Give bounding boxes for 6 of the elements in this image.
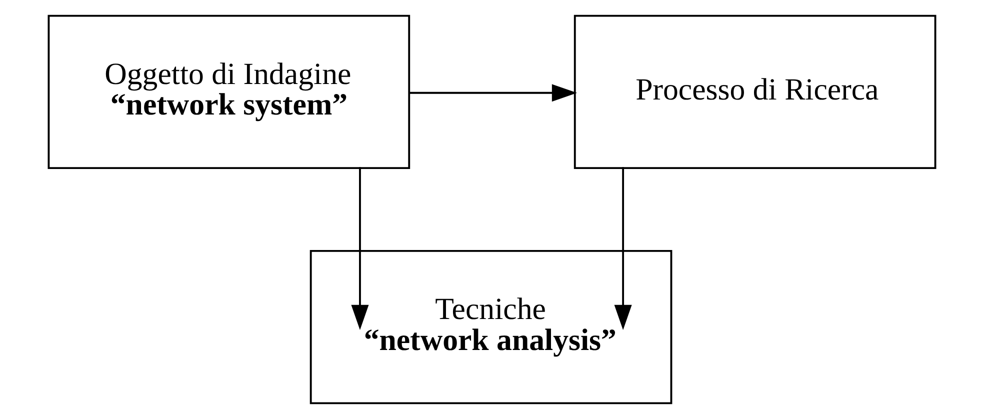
node-box: Processo di Ricerca <box>573 14 936 170</box>
arrow <box>408 84 576 102</box>
arrow <box>614 167 632 330</box>
node-box: Tecniche “network analysis” <box>309 250 672 404</box>
node-box: Oggetto di Indagine “network system” <box>47 14 410 170</box>
arrow <box>350 167 368 330</box>
